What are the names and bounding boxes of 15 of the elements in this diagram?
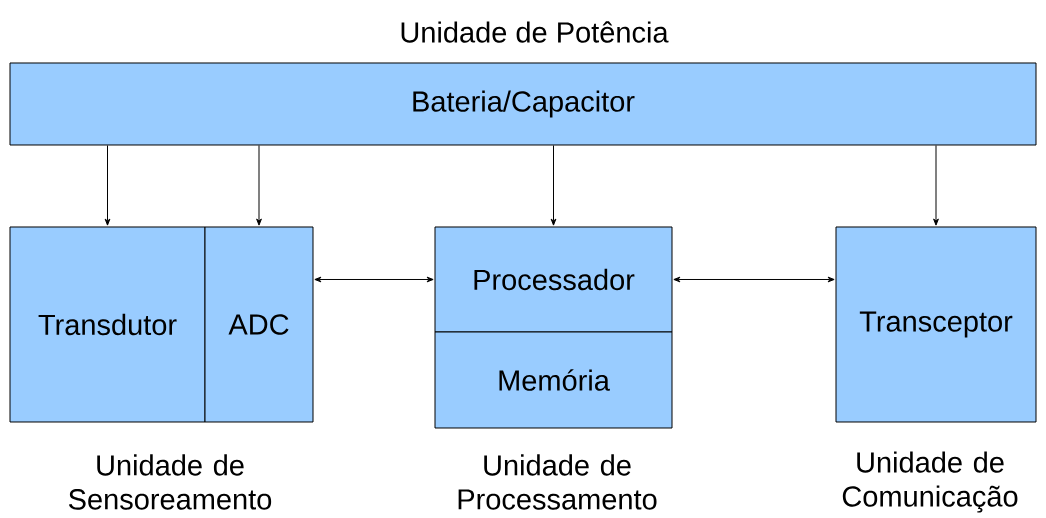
arrow: [256, 145, 262, 226]
block-box: Transceptor: [835, 226, 1037, 423]
arrow: [104, 145, 111, 226]
arrow: [673, 276, 835, 283]
unit-label: Unidade de Sensoreamento: [68, 454, 272, 510]
unit-heading: Unidade de Potência: [401, 21, 669, 43]
arrow: [314, 276, 434, 283]
block-box: Processador: [434, 226, 673, 333]
block-box: ADC: [204, 226, 314, 423]
unit-label: Unidade de Comunicação: [842, 451, 1018, 513]
block-box: Memória: [434, 331, 673, 429]
block-box: Bateria/Capacitor: [9, 62, 1037, 146]
block-box: Transdutor: [9, 226, 206, 423]
arrow: [933, 145, 939, 226]
arrow: [550, 145, 557, 226]
